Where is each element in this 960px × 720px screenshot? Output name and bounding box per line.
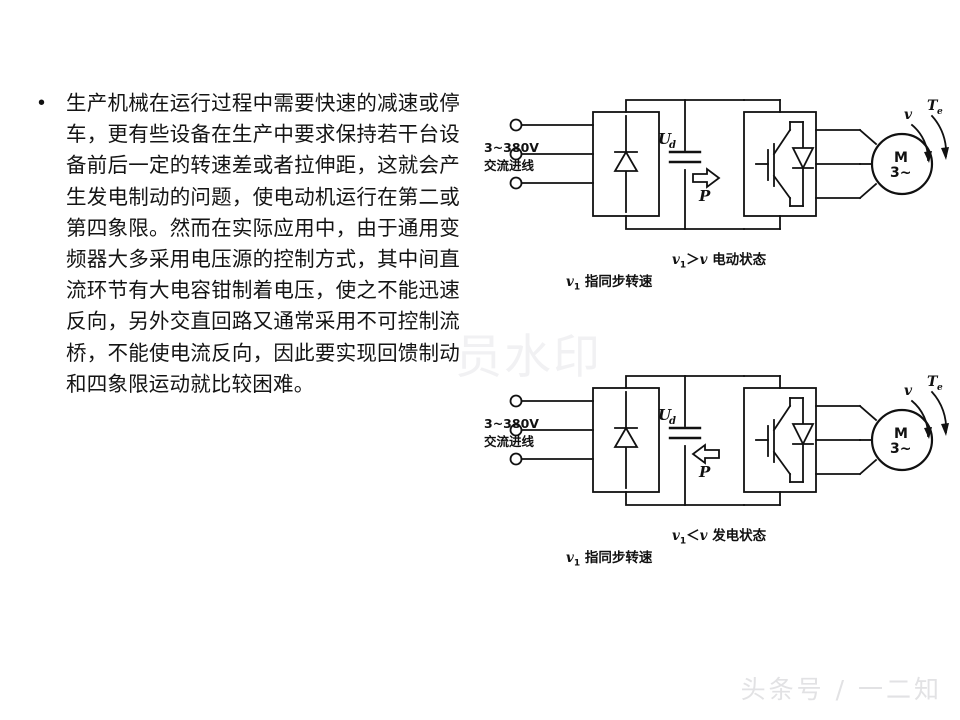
dc-bus-positive-rail (625, 99, 745, 113)
caption-top-state-sub: 1 (679, 260, 687, 271)
caption-top-note-text: 指同步转速 (584, 274, 653, 290)
torque-label: T (927, 374, 939, 390)
igbt-emitter-lead (772, 450, 792, 476)
caption-top-state: v1＞v 电动状态 (672, 248, 766, 271)
caption-top-state-var1: v (672, 252, 680, 268)
motor-lead-u (858, 128, 878, 146)
caption-top-state-var2: v (699, 252, 708, 268)
igbt-collector-lead (772, 404, 792, 432)
dc-voltage-subscript: d (669, 416, 676, 427)
rectifier-diode-triangle (613, 150, 639, 172)
caption-bottom-state-relation: ＜ (686, 528, 700, 544)
caption-bottom-state: v1＜v 发电状态 (672, 524, 766, 547)
torque-subscript: e (937, 383, 943, 393)
motor-lead-u (858, 404, 878, 422)
speed-label: v (904, 107, 913, 123)
power-flow-arrow (691, 443, 720, 465)
dc-voltage-subscript: d (669, 140, 676, 151)
caption-bottom-note-var: v (566, 550, 574, 566)
supply-label-line1: 3~380V (484, 416, 539, 431)
motor-label-line1: M (894, 150, 908, 166)
motor-circle (870, 408, 934, 472)
speed-label: v (904, 383, 913, 399)
input-terminal-l3 (509, 452, 523, 466)
speed-arrow-head (924, 427, 932, 439)
motor-label-line2: 3~ (890, 441, 911, 457)
motor-label-line1: M (894, 426, 908, 442)
input-terminal-l1 (509, 118, 523, 132)
inverter-diode-triangle (791, 423, 815, 447)
motor-lead-w (858, 458, 878, 476)
corner-watermark: 头条号 / 一二知 (740, 675, 942, 704)
circuit-svg-bottom: 3~380V 交流进线 U d P M 3~ v T e (484, 374, 949, 506)
dc-voltage-label: U (658, 406, 672, 424)
torque-subscript: e (937, 107, 943, 117)
body-text-block: • 生产机械在运行过程中需要快速的减速或停车，更有些设备在生产中要求保持若干台设… (30, 88, 460, 400)
dc-bus-negative-rail (625, 215, 745, 230)
igbt-emitter-lead (772, 174, 792, 200)
supply-label-line2: 交流进线 (484, 434, 535, 449)
circuit-diagram-motoring: 3~380V 交流进线 U d P M 3~ v T e (480, 92, 950, 292)
caption-bottom-note: v1 指同步转速 (566, 546, 652, 569)
supply-label-line1: 3~380V (484, 140, 539, 155)
dc-voltage-label: U (658, 130, 672, 148)
torque-label: T (927, 98, 939, 114)
motor-circle (870, 132, 934, 196)
power-flow-arrow (692, 167, 721, 189)
caption-top-note-sub: 1 (573, 282, 581, 293)
caption-bottom-note-text: 指同步转速 (584, 550, 653, 566)
power-flow-label: P (698, 187, 711, 205)
caption-bottom-state-var1: v (672, 528, 680, 544)
inverter-diode-triangle (791, 147, 815, 171)
caption-bottom-state-sub: 1 (679, 536, 687, 547)
caption-bottom-note-sub: 1 (573, 558, 581, 569)
motor-lead-w (858, 182, 878, 200)
input-terminal-l1 (509, 394, 523, 408)
caption-top-note: v1 指同步转速 (566, 270, 652, 293)
supply-label-line2: 交流进线 (484, 158, 535, 173)
circuit-svg-top: 3~380V 交流进线 U d P M 3~ v T e (484, 98, 949, 230)
rectifier-diode-triangle (613, 426, 639, 448)
bullet-marker: • (38, 92, 46, 114)
torque-arrow-head (941, 147, 949, 160)
circuit-diagram-generating: 3~380V 交流进线 U d P M 3~ v T e (480, 368, 950, 568)
dc-bus-positive-rail (625, 375, 745, 389)
body-paragraph: 生产机械在运行过程中需要快速的减速或停车，更有些设备在生产中要求保持若干台设备前… (66, 91, 460, 396)
torque-arrow-head (941, 423, 949, 436)
caption-top-note-var: v (566, 274, 574, 290)
caption-top-state-relation: ＞ (686, 252, 700, 268)
caption-bottom-state-text: 发电状态 (712, 528, 767, 544)
caption-top-state-text: 电动状态 (712, 252, 767, 268)
dc-bus-negative-rail (625, 491, 745, 506)
input-terminal-l3 (509, 176, 523, 190)
igbt-collector-lead (772, 128, 792, 156)
speed-arrow-head (924, 151, 932, 163)
power-flow-label: P (698, 463, 711, 481)
caption-bottom-state-var2: v (699, 528, 708, 544)
motor-label-line2: 3~ (890, 165, 911, 181)
